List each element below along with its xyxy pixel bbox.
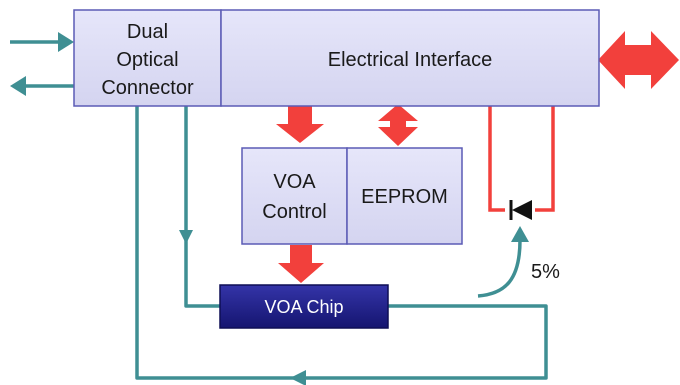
loop-arrowhead xyxy=(290,370,306,385)
photodiode-triangle xyxy=(512,200,532,220)
external-double-arrow xyxy=(598,31,679,89)
output-arrowhead xyxy=(10,76,26,96)
tap-arrowhead xyxy=(511,226,529,242)
connector-label-line2: Optical xyxy=(116,49,178,71)
tap-percent-label: 5% xyxy=(531,261,560,283)
voa-control-box xyxy=(241,147,348,245)
eeprom-box xyxy=(346,147,463,245)
connector-label-line1: Dual xyxy=(127,21,168,43)
voa-chip-box xyxy=(219,284,389,329)
fiber-arrowheads xyxy=(10,32,529,385)
tap-fiber xyxy=(477,239,522,298)
electrical-interface-box xyxy=(220,9,600,107)
eeprom-label: EEPROM xyxy=(361,186,448,208)
fiber-from-voa-chip-loop xyxy=(135,105,548,380)
input-arrowhead xyxy=(58,32,74,52)
control-to-chip-arrow xyxy=(278,245,324,283)
interface-eeprom-double-arrow xyxy=(378,104,418,146)
down-arrowhead xyxy=(179,230,193,244)
photodiode-wiring xyxy=(488,106,555,212)
fiber-paths xyxy=(10,40,548,380)
voa-control-label-line1: VOA xyxy=(273,171,316,193)
fiber-to-voa-chip xyxy=(184,105,220,308)
interface-to-control-arrow xyxy=(276,106,324,143)
top-module: Dual Optical Connector Electrical Interf… xyxy=(73,9,600,107)
connector-label-line3: Connector xyxy=(101,77,194,99)
voa-control-label-line2: Control xyxy=(262,201,326,223)
voa-chip: VOA Chip xyxy=(219,284,389,329)
signal-arrows xyxy=(276,31,679,283)
electrical-interface-label: Electrical Interface xyxy=(328,49,493,71)
control-module: VOA Control EEPROM xyxy=(241,147,463,245)
photodiode-icon xyxy=(505,200,535,220)
photodiode-loop xyxy=(488,106,555,212)
voa-chip-label: VOA Chip xyxy=(264,297,343,317)
